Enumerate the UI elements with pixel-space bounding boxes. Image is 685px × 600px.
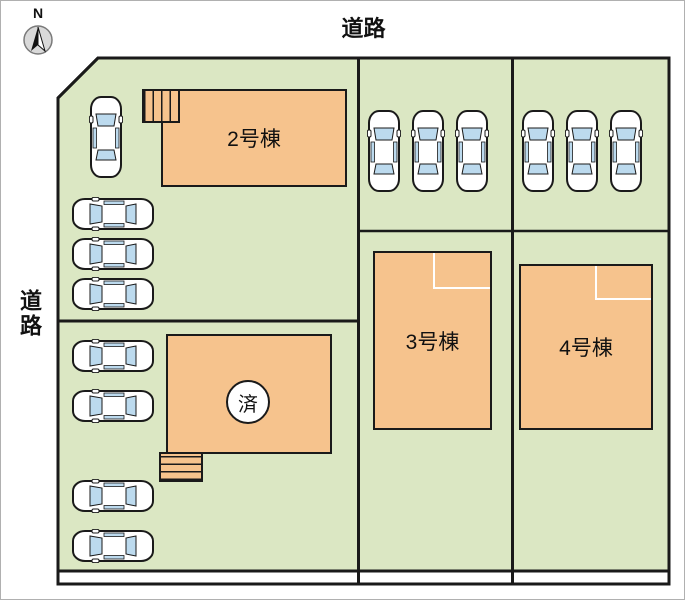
building-4-label: 4号棟 [559, 337, 613, 360]
compass: N [19, 5, 57, 57]
stairs-icon [142, 89, 180, 123]
building-3-porch [433, 253, 490, 289]
building-2-label: 2号棟 [227, 128, 281, 151]
building-3: 3号棟 [373, 251, 492, 430]
building-4: 4号棟 [519, 264, 653, 430]
sold-stamp: 済 [226, 380, 270, 424]
compass-n-label: N [32, 5, 44, 21]
building-4-porch [595, 266, 651, 300]
building-3-label: 3号棟 [405, 330, 460, 354]
sold-label: 済 [238, 393, 258, 416]
building-2: 2号棟 [161, 89, 347, 187]
road-label-top: 道路 [341, 16, 386, 41]
compass-icon [23, 25, 53, 55]
road-label-left: 道路 [17, 289, 42, 339]
building-sold: 済 [166, 334, 332, 454]
stairs-icon [159, 452, 203, 482]
